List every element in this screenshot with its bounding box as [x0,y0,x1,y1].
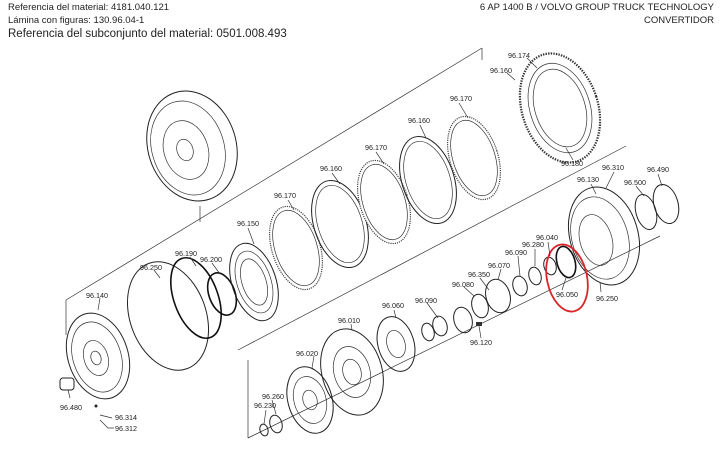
lower-frame-top-line [237,145,627,351]
label-96-140: 96.140 [86,291,108,300]
label-96-490: 96.490 [647,165,669,174]
label-96-120: 96.120 [470,338,492,347]
highlight-circle [545,243,589,313]
front-cover-96-140 [65,312,131,400]
pin-96-120 [476,322,482,326]
washer-96-090 [512,275,528,297]
o-ring-96-250 [126,261,210,371]
hub-96-020 [286,366,334,434]
plate-reference: Lámina con figuras: 130.96.04-1 [8,14,145,26]
label-96-350: 96.350 [468,270,490,279]
label-96-312: 96.312 [115,424,137,433]
hub-96-070 [453,306,473,334]
label-96-250-a: 96.250 [140,263,162,272]
clutch-plate-stack [268,115,502,291]
ring-96-080 [471,293,489,319]
label-96-310: 96.310 [602,163,624,172]
stator-96-060 [376,316,416,372]
label-96-160-a: 96.160 [490,66,512,75]
converter-housing-top [146,90,238,202]
label-96-170-b: 96.170 [365,143,387,152]
product-title: 6 AP 1400 B / VOLVO GROUP TRUCK TECHNOLO… [479,2,714,13]
bushing-96-480 [59,377,75,391]
header-left: Referencia del material: 4181.040.121 Lá… [8,2,287,42]
label-96-090-a: 96.090 [505,248,527,257]
label-96-130: 96.130 [577,175,599,184]
label-96-080: 96.080 [452,280,474,289]
washer-96-280 [528,266,542,286]
label-96-500: 96.500 [624,178,646,187]
component-title: CONVERTIDOR [643,14,714,26]
label-96-060: 96.060 [382,301,404,310]
ring-96-500 [634,193,658,231]
bearing-96-350 [485,278,511,314]
label-96-190: 96.190 [175,249,197,258]
bolt-96-314 [94,404,98,408]
label-96-180: 96.180 [561,159,583,168]
impeller-96-010 [320,328,384,416]
ring-96-190 [170,257,222,339]
material-reference: Referencia del material: 4181.040.121 [8,2,170,13]
label-96-260: 96.260 [262,392,284,401]
washer-96-090b [432,315,448,337]
label-96-314: 96.314 [115,413,137,422]
pressure-plate-96-180 [518,52,602,164]
label-96-160-b: 96.160 [408,116,430,125]
subassembly-reference: Referencia del subconjunto del material:… [8,28,287,40]
washer-96-230 [259,423,269,437]
label-96-280: 96.280 [522,240,544,249]
label-96-170-c: 96.170 [274,191,296,200]
label-96-150: 96.150 [237,219,259,228]
label-96-010: 96.010 [338,316,360,325]
header-right: 6 AP 1400 B / VOLVO GROUP TRUCK TECHNOLO… [480,2,714,27]
piston-96-150 [229,242,279,322]
label-96-250-b: 96.250 [596,294,618,303]
turbine-96-130 [568,186,640,286]
label-96-070-a: 96.070 [488,261,510,270]
label-96-040: 96.040 [536,233,558,242]
label-96-230: 96.230 [254,401,276,410]
seal-ring-96-050 [555,245,577,279]
label-96-020: 96.020 [296,349,318,358]
upper-frame-line [65,47,483,301]
ring-96-200 [206,272,238,316]
label-96-090-b: 96.090 [415,296,437,305]
label-96-200: 96.200 [200,255,222,264]
ring-96-260 [269,414,283,434]
label-96-174: 96.174 [508,51,530,60]
label-96-170-a: 96.170 [450,94,472,103]
label-96-480: 96.480 [60,403,82,412]
label-96-050: 96.050 [556,290,578,299]
ring-96-490 [652,183,680,225]
label-96-160-c: 96.160 [320,164,342,173]
